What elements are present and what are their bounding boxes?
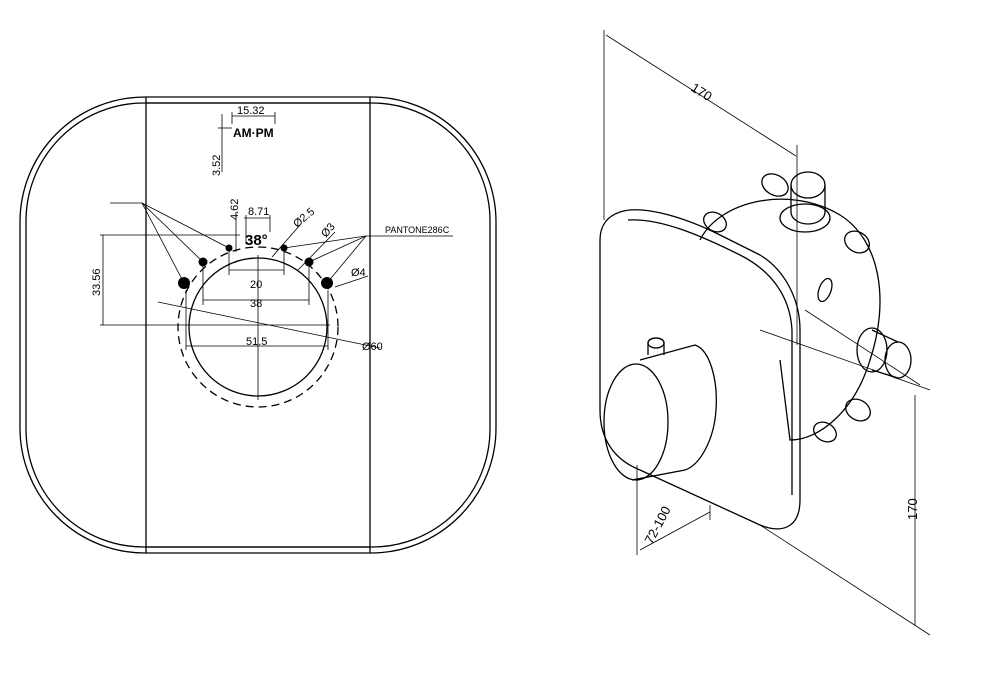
dim-height-side: 170 [905, 498, 920, 520]
dim-hole-d2: Ø3 [319, 221, 338, 240]
front-view: 15.32 AM·PM 3.52 4.62 8.71 38° Ø2.5 Ø3 P… [19, 96, 497, 554]
dim-logo-height: 3.52 [211, 155, 223, 176]
knob-outer-dashed [177, 246, 339, 408]
thermostat-knob [603, 337, 717, 481]
dim-span-51-5: 51.5 [246, 336, 267, 348]
dim-angle: 38° [245, 232, 268, 249]
isometric-view: 170 170 72-100 [599, 30, 931, 636]
dim-hole-d3: Ø4 [351, 267, 366, 279]
dim-span-20: 20 [250, 279, 262, 291]
valve-body [699, 198, 881, 441]
side-connector [856, 327, 912, 379]
dim-outer-d: Ø60 [362, 341, 383, 353]
plate-outline [19, 96, 497, 554]
dim-logo-width: 15.32 [237, 105, 265, 117]
dim-depth: 72-100 [641, 504, 673, 547]
dim-width: 170 [688, 80, 714, 104]
brand-logo-text: AM·PM [233, 126, 274, 140]
dim-offset-vertical: 4.62 [229, 199, 241, 220]
color-note: PANTONE286C [385, 225, 450, 235]
dim-hole-d1: Ø2.5 [291, 206, 317, 231]
dim-spacing-small: 8.71 [248, 206, 269, 218]
cover-plate [599, 209, 801, 530]
dim-height: 33.56 [91, 268, 103, 296]
dim-span-38: 38 [250, 298, 262, 310]
top-connector [779, 171, 831, 233]
